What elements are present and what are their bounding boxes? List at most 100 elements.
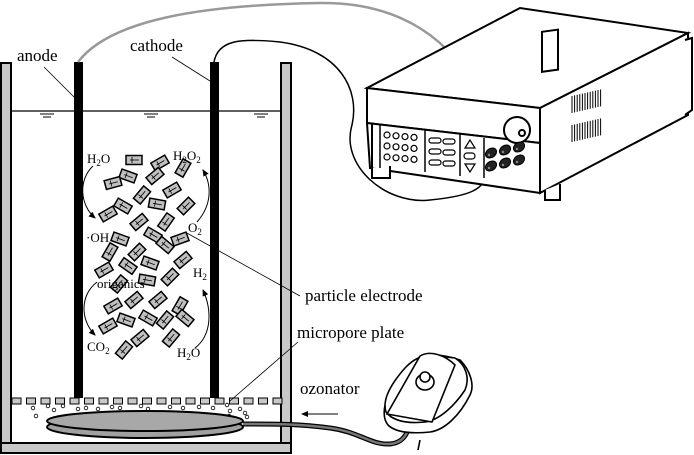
particle bbox=[137, 309, 159, 327]
particle bbox=[97, 317, 119, 335]
particle bbox=[129, 328, 151, 348]
particle bbox=[115, 312, 137, 328]
dc-power-supply bbox=[363, 6, 693, 201]
micropore-segment bbox=[171, 397, 181, 405]
o2-label: O2 bbox=[188, 220, 202, 237]
h2o-top-label: H2O bbox=[87, 151, 110, 168]
arrow-organics-to-co2 bbox=[83, 281, 98, 336]
particle bbox=[101, 241, 119, 263]
bubble bbox=[224, 402, 230, 408]
bubble bbox=[196, 404, 202, 410]
bubble bbox=[237, 406, 243, 412]
h2o2-label: H2O2 bbox=[173, 148, 201, 165]
keypad-button bbox=[392, 143, 400, 151]
co2-label: CO2 bbox=[87, 339, 110, 356]
panel-divider bbox=[379, 125, 485, 178]
arrow-o2-to-h2o2 bbox=[196, 169, 210, 223]
particle bbox=[172, 250, 194, 270]
bubble bbox=[242, 410, 248, 416]
output-terminals bbox=[484, 141, 526, 172]
micropore-segment bbox=[98, 397, 109, 405]
micropore-plate-leader bbox=[229, 341, 299, 402]
micropore-segment bbox=[142, 397, 152, 405]
particle-electrode-leader bbox=[184, 231, 301, 297]
organics-label: origanics bbox=[97, 276, 145, 291]
bubble bbox=[60, 403, 66, 409]
aeration-disc bbox=[46, 410, 244, 439]
bubble bbox=[45, 403, 51, 409]
h2o-bottom-label: H2O bbox=[177, 345, 200, 362]
particle bbox=[97, 205, 119, 223]
keypad-button bbox=[401, 155, 409, 163]
ozonator-device bbox=[383, 352, 473, 451]
h2-label: H2 bbox=[193, 265, 207, 282]
particle bbox=[155, 309, 175, 331]
hydroxyl-radical-label: ·OH bbox=[86, 230, 109, 245]
micropore-segment bbox=[258, 397, 268, 405]
particle bbox=[102, 297, 124, 315]
tank-bottom-wall bbox=[0, 442, 292, 454]
bubble bbox=[51, 407, 57, 413]
tank-right-wall bbox=[280, 62, 292, 454]
keypad-button bbox=[410, 133, 418, 141]
function-button bbox=[428, 137, 442, 144]
keypad-button bbox=[410, 155, 418, 163]
micropore-segment bbox=[229, 397, 239, 405]
micropore-segment bbox=[243, 397, 254, 405]
particle bbox=[169, 231, 191, 247]
function-button bbox=[442, 160, 456, 167]
micropore-segment bbox=[200, 397, 210, 405]
anode-plate bbox=[74, 62, 83, 398]
anode-label: anode bbox=[17, 46, 58, 65]
particle bbox=[127, 242, 147, 262]
adjust-arrows bbox=[463, 138, 477, 174]
bubble bbox=[109, 404, 115, 410]
particle bbox=[109, 231, 131, 247]
micropore-segment bbox=[11, 397, 22, 405]
display-window bbox=[541, 28, 559, 73]
keypad-button bbox=[392, 154, 400, 162]
function-button bbox=[428, 159, 442, 166]
micropore-segment bbox=[185, 397, 196, 405]
keypad-button bbox=[401, 133, 409, 141]
particle bbox=[139, 255, 161, 271]
bubble bbox=[117, 405, 123, 411]
micropore-segment bbox=[113, 397, 123, 405]
micropore-segment bbox=[214, 397, 225, 405]
cathode-plate bbox=[210, 62, 219, 398]
micropore-plate bbox=[11, 397, 283, 405]
anode-leader bbox=[43, 66, 76, 99]
particle bbox=[112, 197, 134, 215]
bubble bbox=[33, 413, 39, 419]
particle bbox=[176, 196, 196, 216]
particle bbox=[132, 184, 152, 206]
particle bbox=[114, 339, 134, 361]
particle bbox=[109, 273, 129, 295]
ventilation-slots bbox=[571, 89, 602, 142]
keypad-button bbox=[392, 132, 400, 140]
cathode-wire bbox=[213, 39, 489, 202]
particle-electrode-label: particle electrode bbox=[305, 286, 423, 305]
water-level bbox=[11, 110, 281, 118]
bubble bbox=[30, 405, 36, 411]
particle bbox=[174, 308, 196, 328]
particle bbox=[117, 168, 139, 184]
micropore-segment bbox=[156, 397, 167, 405]
cathode-label: cathode bbox=[130, 36, 183, 55]
micropore-plate-label: micropore plate bbox=[297, 323, 404, 342]
tank-left-wall bbox=[0, 62, 12, 454]
reactor-tank bbox=[0, 62, 292, 454]
particle bbox=[93, 261, 115, 279]
micropore-segment bbox=[55, 397, 65, 405]
up-arrow-icon bbox=[463, 138, 477, 149]
particle bbox=[154, 235, 176, 255]
particle-electrodes bbox=[93, 154, 196, 361]
particle bbox=[137, 273, 157, 287]
keypad-button bbox=[383, 142, 391, 150]
arrow-h2o-to-h2 bbox=[194, 289, 210, 349]
bubble bbox=[138, 403, 144, 409]
bubble bbox=[244, 414, 250, 420]
particle bbox=[149, 154, 171, 172]
micropore-segment bbox=[84, 397, 94, 405]
bubble bbox=[83, 405, 89, 411]
